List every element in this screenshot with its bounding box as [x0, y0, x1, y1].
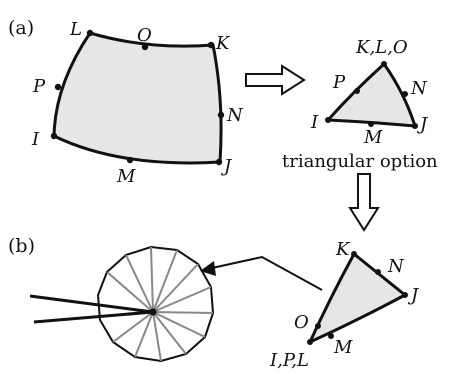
label-L: L — [69, 19, 82, 40]
polygon-center-node — [149, 308, 157, 316]
node-L — [86, 29, 94, 37]
right-arrow-icon — [245, 64, 306, 96]
tri2-label-IPL: I,P,L — [269, 350, 309, 371]
spoke — [152, 311, 162, 362]
spoke — [152, 311, 187, 355]
label-P: P — [32, 76, 46, 97]
label-M: M — [116, 166, 136, 187]
tri2-node-IPL — [307, 339, 313, 345]
node-O — [141, 43, 149, 51]
tri1-node-P — [354, 88, 360, 94]
tri1-node-I — [325, 117, 331, 123]
tri2-node-N — [375, 269, 381, 275]
spoke — [152, 311, 206, 338]
tri1-node-M — [368, 121, 374, 127]
node-P — [54, 83, 62, 91]
tri2-label-M: M — [333, 337, 353, 358]
node-K — [207, 41, 215, 49]
tri2-node-O — [315, 323, 321, 329]
tri1-node-J — [412, 123, 418, 129]
label-N: N — [226, 105, 244, 126]
spoke — [112, 311, 154, 343]
tri1-label-I: I — [310, 112, 319, 133]
quadrilateral-element: L O K P N I M J — [31, 19, 244, 187]
tri2-label-J: J — [407, 285, 420, 306]
tri1-node-KLO — [381, 61, 387, 67]
spoke — [152, 249, 178, 313]
node-J — [215, 158, 223, 166]
triangle-element-2: K N J O M I,P,L — [269, 239, 420, 371]
label-O: O — [137, 25, 152, 46]
tri1-label-N: N — [410, 78, 428, 99]
spoke — [152, 286, 212, 313]
triangular-option-caption: triangular option — [282, 151, 438, 172]
node-N — [217, 111, 225, 119]
polygon-spokes — [106, 246, 214, 362]
tri2-label-O: O — [294, 312, 309, 333]
down-arrow-icon — [348, 173, 380, 232]
connector-line — [211, 255, 323, 291]
tri1-label-J: J — [416, 114, 429, 135]
tri2-label-N: N — [387, 256, 405, 277]
wedge-line-lower — [33, 310, 154, 324]
node-I — [50, 132, 58, 140]
tri2-node-K — [351, 251, 357, 257]
spoke — [152, 263, 199, 313]
radial-polygon — [29, 245, 215, 363]
tri2-label-K: K — [335, 239, 351, 260]
tri2-node-M — [328, 333, 334, 339]
spoke — [125, 254, 154, 313]
quad-shape — [52, 31, 223, 165]
tri1-node-N — [402, 91, 408, 97]
triangle-element-1: K,L,O P N I M J — [310, 37, 429, 148]
label-K: K — [215, 33, 231, 54]
spoke — [106, 271, 154, 313]
tri1-label-M: M — [363, 127, 383, 148]
connector-arrowhead-icon — [200, 261, 216, 276]
panel-label-b: (b) — [8, 235, 35, 257]
triangle-2-shape — [308, 252, 407, 344]
label-J: J — [220, 156, 233, 177]
tri2-node-J — [402, 292, 408, 298]
spoke — [152, 311, 214, 314]
tri1-label-KLO: K,L,O — [355, 37, 408, 58]
tri1-label-P: P — [332, 72, 346, 93]
label-I: I — [31, 129, 40, 150]
spoke — [150, 246, 154, 313]
panel-label-a: (a) — [8, 17, 34, 39]
wedge-line-upper — [29, 294, 154, 314]
spoke — [134, 311, 154, 358]
node-M — [126, 156, 134, 164]
